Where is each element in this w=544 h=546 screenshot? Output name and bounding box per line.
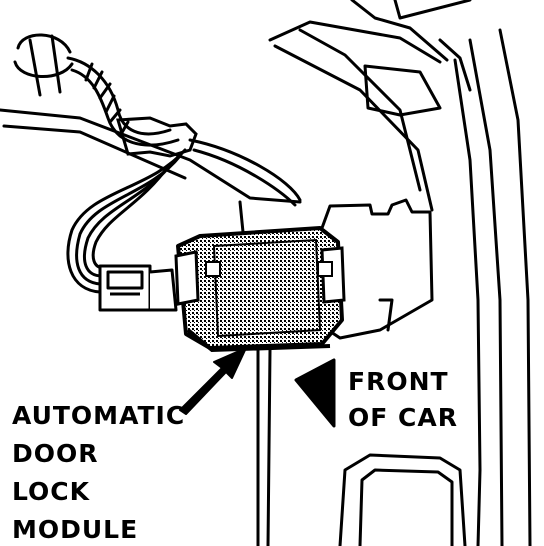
callout-line-2: DOOR	[12, 439, 99, 468]
callout-line-3: LOCK	[12, 477, 91, 506]
module-callout-label: AUTOMATIC DOOR LOCK MODULE	[12, 401, 185, 544]
direction-line-2: OF CAR	[348, 403, 458, 432]
callout-line-4: MODULE	[12, 515, 138, 544]
wire-connector	[98, 264, 178, 312]
callout-line-1: AUTOMATIC	[12, 401, 185, 430]
module-pointer-arrow	[179, 347, 247, 415]
door-panel-outline	[0, 0, 532, 546]
front-of-car-arrow	[294, 358, 336, 428]
lock-module-body	[174, 226, 346, 353]
direction-line-1: FRONT	[348, 367, 449, 396]
direction-callout-label: FRONT OF CAR	[348, 367, 458, 432]
wiring-harness	[13, 33, 302, 294]
